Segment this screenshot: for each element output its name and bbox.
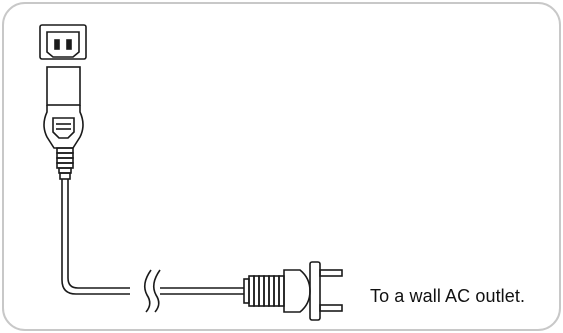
wall-plug-icon [243, 261, 343, 321]
device-inlet-icon [39, 24, 87, 60]
iec-connector-icon [43, 66, 84, 180]
outlet-caption: To a wall AC outlet. [370, 286, 526, 306]
power-cable [61, 179, 244, 313]
